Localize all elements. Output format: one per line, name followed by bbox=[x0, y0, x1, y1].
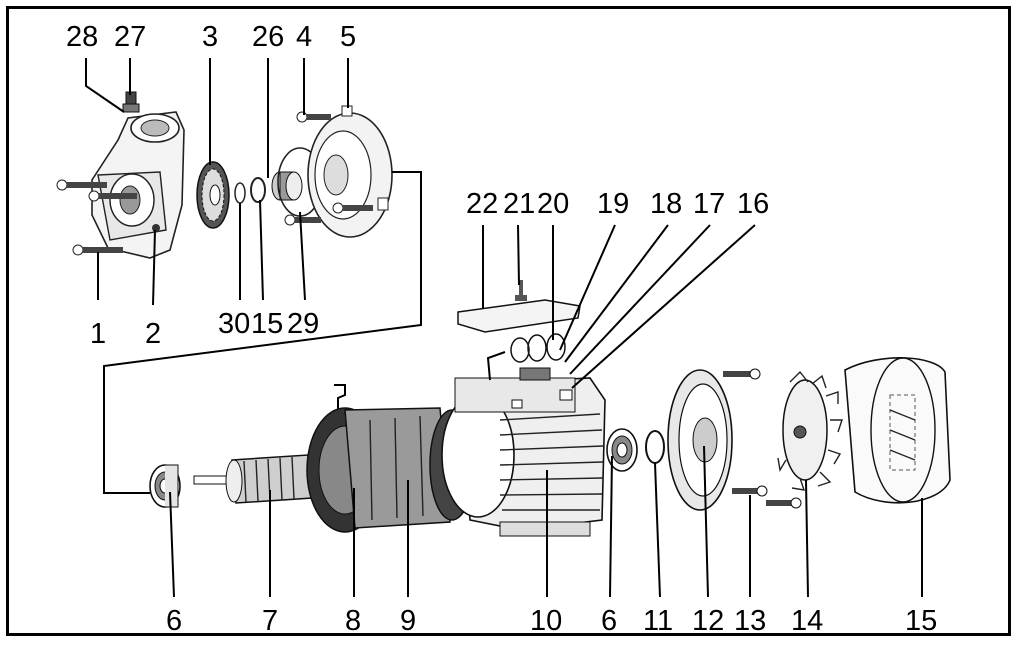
label-28: 28 bbox=[66, 21, 98, 53]
terminal-box bbox=[457, 280, 581, 381]
mechanical-seal bbox=[271, 171, 303, 201]
label-16: 16 bbox=[737, 188, 769, 220]
impeller bbox=[196, 161, 230, 229]
motor-housing bbox=[441, 377, 606, 537]
label-7: 7 bbox=[262, 605, 278, 637]
label-15-bottom: 15 bbox=[905, 605, 937, 637]
label-15-top: 15 bbox=[251, 308, 283, 340]
label-6-left: 6 bbox=[166, 605, 182, 637]
label-13: 13 bbox=[734, 605, 766, 637]
label-22: 22 bbox=[466, 188, 498, 220]
label-10: 10 bbox=[530, 605, 562, 637]
fan-cover bbox=[844, 357, 951, 504]
bearing-right bbox=[606, 428, 638, 472]
label-18: 18 bbox=[650, 188, 682, 220]
cooling-fan bbox=[777, 370, 843, 491]
part-labels: 28 27 3 26 4 5 22 21 20 19 18 17 16 1 2 … bbox=[66, 21, 937, 637]
label-9: 9 bbox=[400, 605, 416, 637]
casing-bolts bbox=[56, 179, 137, 256]
label-29: 29 bbox=[287, 308, 319, 340]
label-20: 20 bbox=[537, 188, 569, 220]
label-3: 3 bbox=[202, 21, 218, 53]
wave-washer bbox=[645, 430, 665, 464]
label-12: 12 bbox=[692, 605, 724, 637]
end-shield bbox=[667, 369, 733, 511]
label-8: 8 bbox=[345, 605, 361, 637]
label-1: 1 bbox=[90, 318, 106, 350]
label-26: 26 bbox=[252, 21, 284, 53]
label-6-right: 6 bbox=[601, 605, 617, 637]
label-5: 5 bbox=[340, 21, 356, 53]
label-4: 4 bbox=[296, 21, 312, 53]
leader-lines bbox=[85, 58, 923, 598]
assembly-connector bbox=[103, 171, 422, 494]
small-rings bbox=[234, 177, 266, 204]
label-27: 27 bbox=[114, 21, 146, 53]
rotor bbox=[193, 454, 313, 504]
label-14: 14 bbox=[791, 605, 823, 637]
label-11: 11 bbox=[643, 605, 673, 637]
bearing-left bbox=[149, 464, 181, 508]
end-shield-screws bbox=[723, 368, 802, 509]
label-21: 21 bbox=[503, 188, 535, 220]
label-17: 17 bbox=[693, 188, 725, 220]
label-30: 30 bbox=[218, 308, 250, 340]
label-19: 19 bbox=[597, 188, 629, 220]
label-2: 2 bbox=[145, 318, 161, 350]
